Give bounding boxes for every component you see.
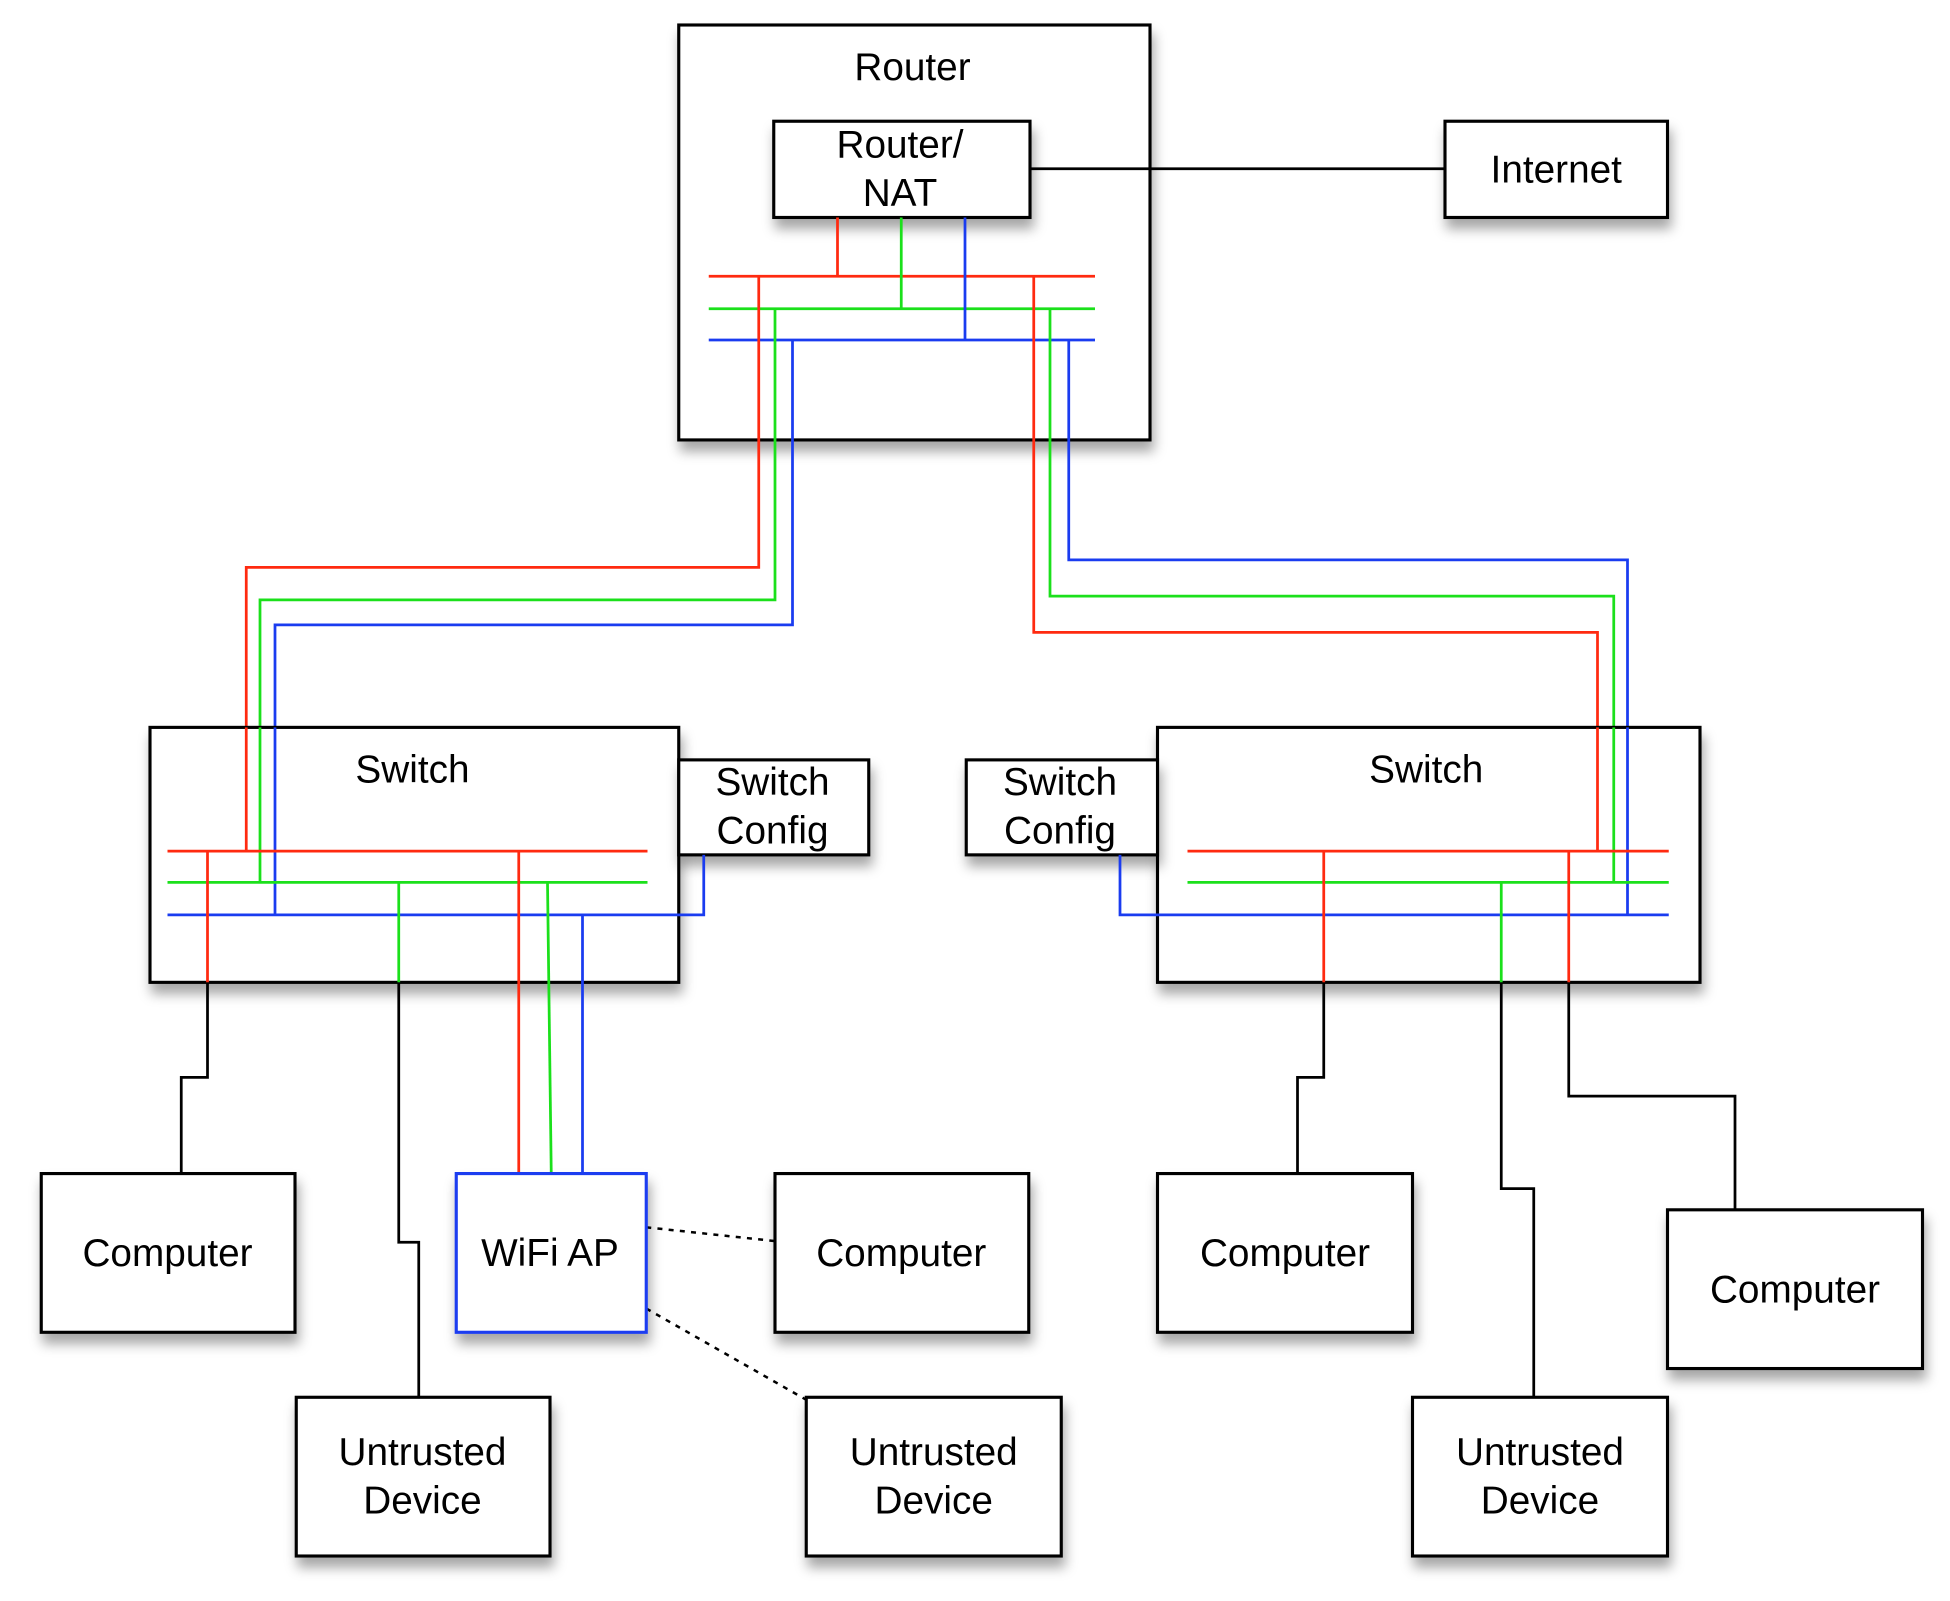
internet-node: Internet: [1443, 119, 1670, 220]
right-switch-config-node: Switch Config: [964, 758, 1160, 857]
right-untrusted-link: [1499, 982, 1536, 1398]
left-config-line1: Switch: [715, 761, 829, 804]
computer-label: Computer: [816, 1232, 986, 1275]
right-computer-link-1: [1296, 982, 1326, 1174]
untrusted-label-line2: Device: [1481, 1480, 1599, 1523]
left-untrusted-link: [397, 982, 421, 1398]
left-computer-link: [179, 982, 209, 1174]
router-node: Router: [677, 23, 1152, 442]
untrusted-label-line1: Untrusted: [1456, 1431, 1624, 1474]
untrusted-label-line1: Untrusted: [339, 1431, 507, 1474]
untrusted-device-node-3: Untrusted Device: [1410, 1395, 1670, 1558]
right-switch-node: Switch: [1155, 725, 1702, 984]
wireless-link-untrusted: [645, 1307, 807, 1401]
right-blue-bus: [1118, 854, 1669, 917]
left-switch-config-node: Switch Config: [677, 758, 871, 857]
right-switch-label: Switch: [1369, 748, 1483, 791]
right-config-line2: Config: [1004, 810, 1116, 853]
router-label: Router: [854, 46, 970, 89]
internet-label: Internet: [1491, 148, 1623, 191]
left-blue-bus: [167, 854, 706, 917]
right-computer-link-2: [1567, 982, 1737, 1210]
computer-label: Computer: [82, 1232, 252, 1275]
left-switch-node: Switch: [148, 725, 681, 984]
right-config-line1: Switch: [1003, 761, 1117, 804]
wifi-ap-label: WiFi AP: [481, 1232, 619, 1275]
computer-label: Computer: [1710, 1268, 1880, 1311]
untrusted-device-node-2: Untrusted Device: [804, 1395, 1063, 1558]
computer-node-2: Computer: [773, 1172, 1031, 1334]
left-trunk-red: [244, 276, 761, 852]
untrusted-label-line1: Untrusted: [850, 1431, 1018, 1474]
computer-label: Computer: [1200, 1232, 1370, 1275]
left-switch-label: Switch: [355, 748, 469, 791]
untrusted-label-line2: Device: [363, 1480, 481, 1523]
wifi-green-link: [546, 882, 553, 1174]
router-nat-node: Router/ NAT: [772, 119, 1032, 220]
router-vlan-buses: [708, 217, 1095, 342]
computer-node-3: Computer: [1155, 1172, 1415, 1334]
wifi-ap-node: WiFi AP: [454, 1172, 648, 1334]
left-config-line2: Config: [717, 810, 829, 853]
nat-label-line1: Router/: [836, 123, 963, 166]
untrusted-device-node-1: Untrusted Device: [294, 1395, 552, 1558]
untrusted-label-line2: Device: [875, 1480, 993, 1523]
computer-node-1: Computer: [39, 1172, 297, 1334]
nat-label-line2: NAT: [863, 172, 938, 215]
wireless-link-computer: [646, 1226, 776, 1243]
computer-node-4: Computer: [1665, 1208, 1925, 1371]
